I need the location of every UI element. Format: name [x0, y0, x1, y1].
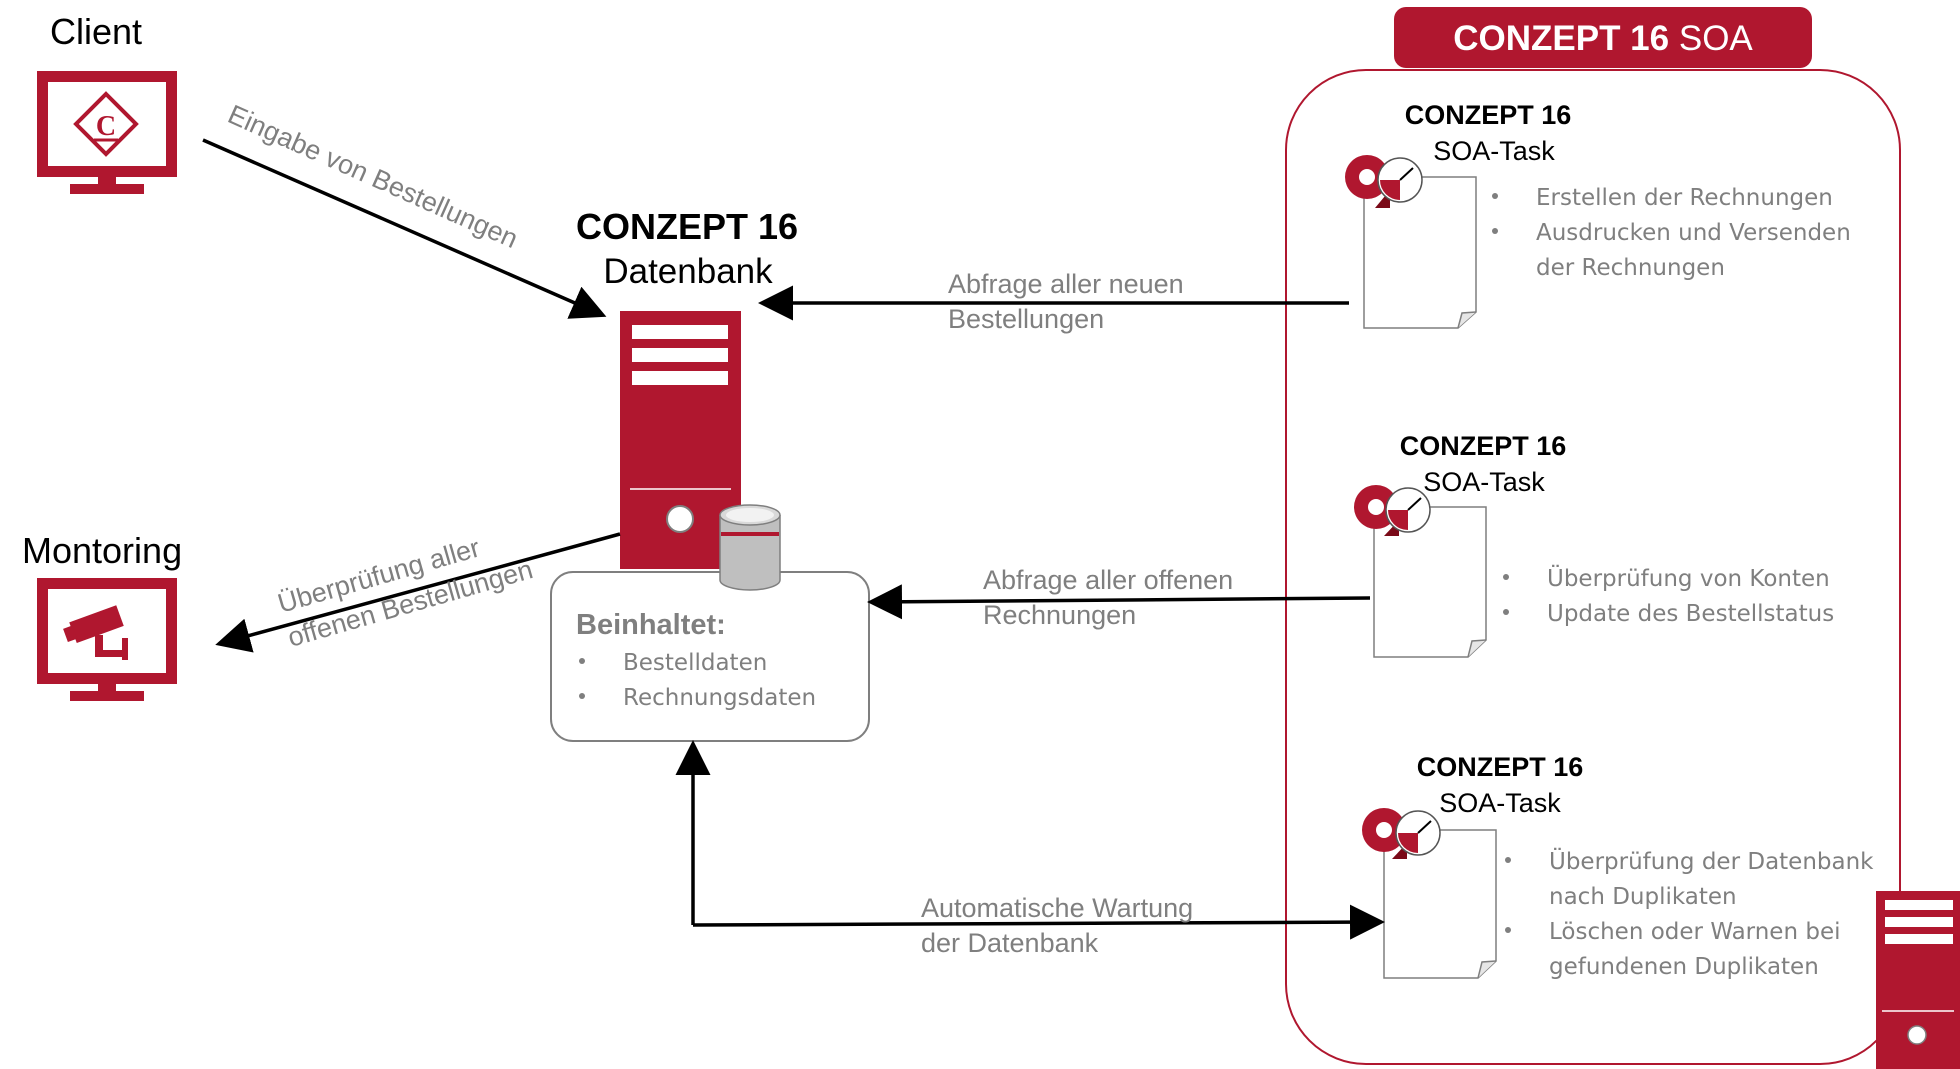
- arrow-client-to-db: [202, 138, 607, 319]
- soa-header-rest: SOA: [1679, 19, 1754, 58]
- task-bullet: Überprüfung von Konten: [1547, 564, 1830, 592]
- task-title-bold: CONZEPT 16: [1405, 100, 1572, 130]
- task-bullet: Erstellen der Rechnungen: [1536, 185, 1833, 211]
- label-task1-to-db: Bestellungen: [948, 304, 1104, 334]
- small-server-icon: [1876, 891, 1960, 1069]
- security-camera-monitor-icon: [37, 578, 177, 701]
- document-icon: [1363, 176, 1477, 329]
- db-contents-item: Bestelldaten: [623, 650, 767, 676]
- label-task2-to-db: Abfrage aller offenen: [983, 565, 1233, 595]
- task-bullet: nach Duplikaten: [1549, 884, 1737, 910]
- gear-clock-icon: [1362, 808, 1441, 859]
- soa-task-2: CONZEPT 16 SOA-Task Überprüfung von Kont…: [1354, 431, 1834, 658]
- label-client-to-db: Eingabe von Bestellungen: [224, 99, 523, 254]
- db-title-bold: CONZEPT 16: [576, 206, 798, 247]
- task-title-sub: SOA-Task: [1439, 788, 1561, 818]
- soa-task-1: CONZEPT 16 SOA-Task Erstellen der Rechnu…: [1345, 100, 1851, 329]
- task-bullet: Überprüfung der Datenbank: [1549, 847, 1874, 875]
- gear-clock-icon: [1345, 155, 1423, 208]
- task-title-bold: CONZEPT 16: [1417, 752, 1584, 782]
- gear-clock-icon: [1354, 485, 1431, 536]
- db-contents-box: Beinhaltet: Bestelldaten Rechnungsdaten: [550, 571, 870, 742]
- label-db-task3: Automatische Wartung: [921, 893, 1193, 923]
- arrow-task2-to-db: [867, 584, 1371, 620]
- task-title-sub: SOA-Task: [1433, 136, 1555, 166]
- task-bullet: gefundenen Duplikaten: [1549, 954, 1819, 980]
- soa-header-bold: CONZEPT 16: [1453, 19, 1669, 58]
- task-bullet: Update des Bestellstatus: [1547, 601, 1834, 627]
- soa-task-3: CONZEPT 16 SOA-Task Überprüfung der Date…: [1362, 752, 1874, 980]
- concept16-logo-monitor-icon: C: [37, 71, 177, 194]
- label-db-task3: der Datenbank: [921, 928, 1099, 958]
- document-icon: [1383, 829, 1497, 979]
- database-cylinder-icon: [719, 504, 781, 591]
- label-task2-to-db: Rechnungen: [983, 600, 1136, 630]
- soa-header: CONZEPT 16 SOA: [1394, 7, 1812, 68]
- task-bullet: Löschen oder Warnen bei: [1549, 919, 1841, 945]
- task-title-bold: CONZEPT 16: [1400, 431, 1567, 461]
- task-title-sub: SOA-Task: [1423, 467, 1545, 497]
- arrow-db-to-monitoring: [215, 532, 621, 653]
- db-title-sub: Datenbank: [603, 252, 773, 291]
- document-icon: [1373, 506, 1487, 658]
- db-contents-item: Rechnungsdaten: [623, 685, 816, 711]
- label-task1-to-db: Abfrage aller neuen: [948, 269, 1184, 299]
- arrow-db-maintenance-to-task3: [692, 904, 1385, 940]
- task-bullet: der Rechnungen: [1536, 255, 1725, 281]
- svg-text:CONZEPT 16 SOA: CONZEPT 16 SOA: [1453, 19, 1753, 58]
- client-label: Client: [50, 11, 142, 52]
- monitoring-label: Montoring: [22, 530, 182, 571]
- task-bullet: Ausdrucken und Versenden: [1536, 220, 1851, 246]
- soa-container: [1285, 69, 1901, 1065]
- client-node: Client C: [37, 11, 177, 194]
- svg-text:C: C: [96, 111, 116, 142]
- db-contents-title: Beinhaltet:: [576, 609, 726, 641]
- monitoring-node: Montoring: [22, 530, 182, 701]
